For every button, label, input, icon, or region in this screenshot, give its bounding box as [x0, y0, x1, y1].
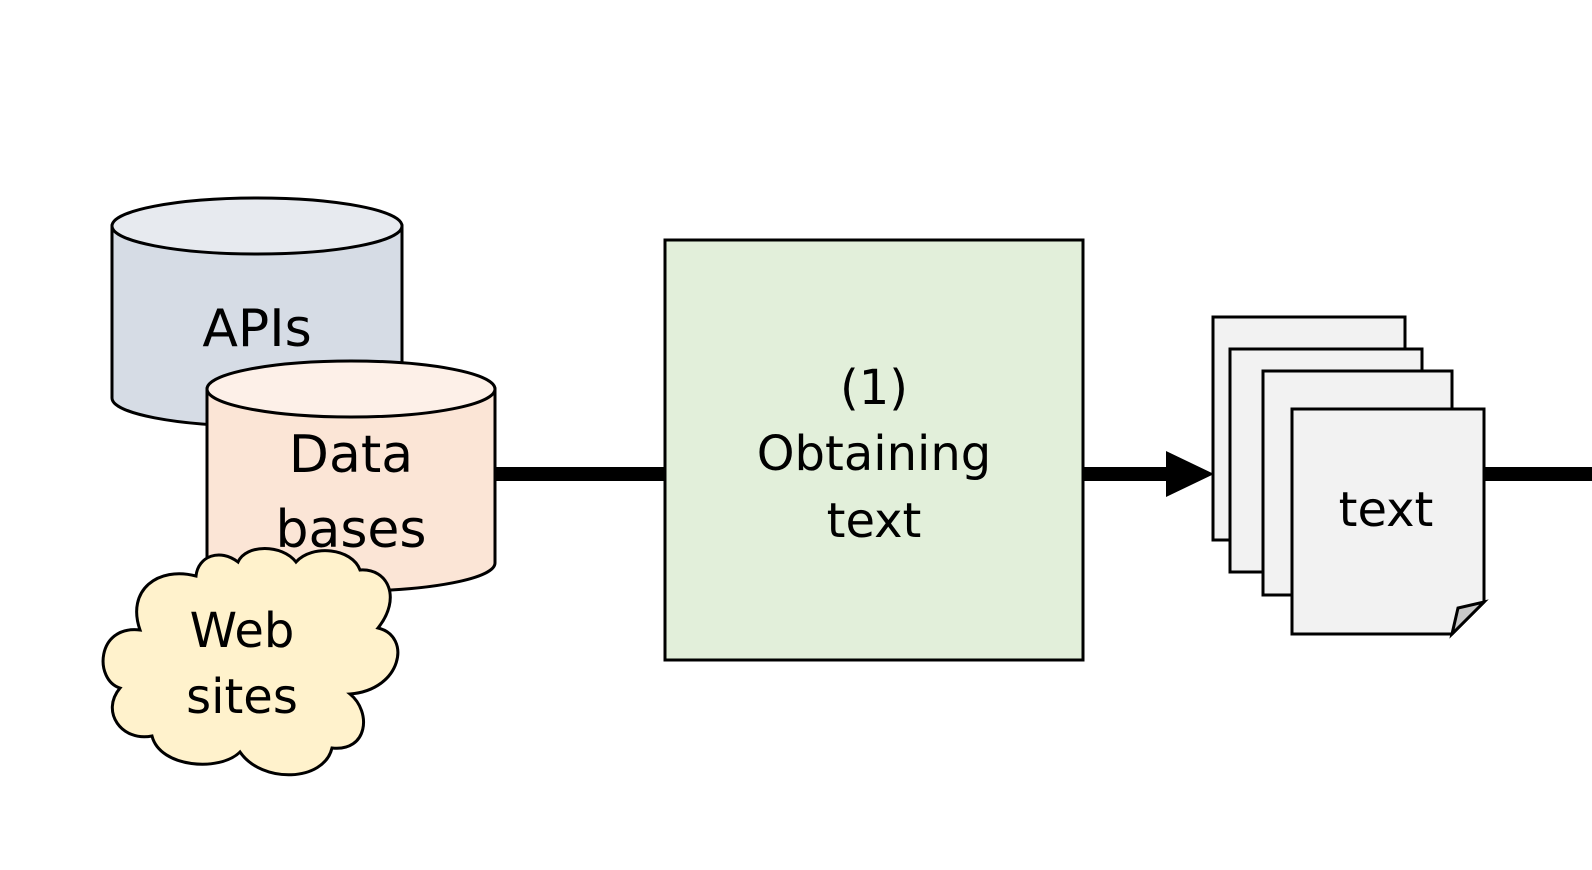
process-label-line2: text: [827, 493, 922, 549]
apis-cylinder-top: [110, 196, 404, 256]
text-output-label: text: [1339, 482, 1434, 538]
process-obtaining-text-box: (1) Obtaining text: [663, 238, 1085, 662]
process-number-label: (1): [840, 360, 908, 416]
databases-label-line1: Data: [289, 425, 413, 485]
websites-cloud-shape: [101, 547, 400, 777]
databases-cylinder-top: [205, 359, 497, 419]
process-label-line1: Obtaining: [757, 426, 991, 482]
apis-label: APIs: [202, 299, 311, 359]
process-box-rect: [663, 238, 1085, 662]
document-folded-corner-icon: [1449, 599, 1489, 639]
databases-label-line2: bases: [275, 500, 426, 560]
text-documents-stack-icon: text: [1211, 315, 1489, 639]
websites-label-line1: Web: [190, 603, 295, 659]
arrowhead-icon: [1166, 451, 1214, 497]
websites-cloud-icon: Web sites: [101, 547, 400, 777]
websites-label-line2: sites: [186, 669, 298, 725]
